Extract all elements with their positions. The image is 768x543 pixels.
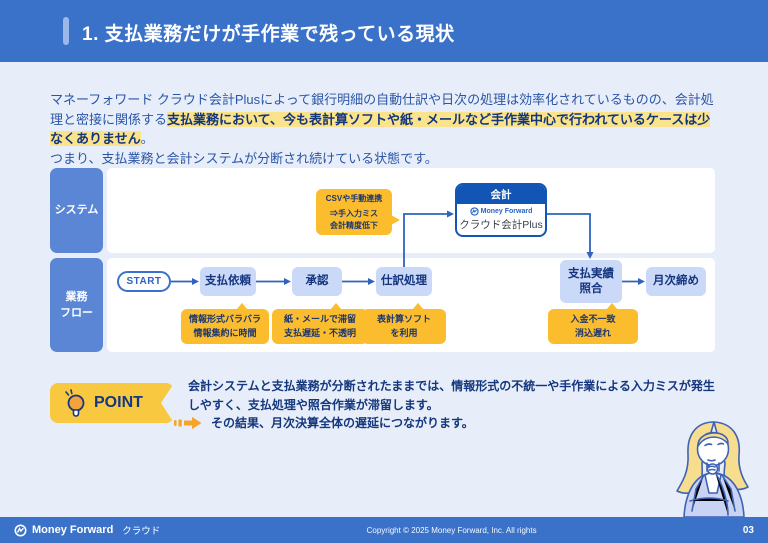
callout-tail — [391, 215, 400, 225]
lightbulb-icon — [63, 389, 87, 417]
point-result-text: その結果、月次決算全体の遅延につながります。 — [211, 416, 474, 430]
brand-text: Money Forward — [480, 208, 533, 215]
callout-line: 情報集約に時間 — [193, 327, 257, 338]
footer-bar: Money Forward クラウド Copyright © 2025 Mone… — [0, 517, 768, 543]
point-result-line: その結果、月次決算全体の遅延につながります。 — [174, 414, 474, 431]
flow-step-payment-request: 支払依頼 — [200, 267, 256, 296]
footer-logo: Money Forward クラウド — [14, 523, 160, 537]
callout-payment-request-issue: 情報形式バラバラ 情報集約に時間 — [181, 303, 269, 344]
callout-line: 紙・メールで滞留 — [283, 314, 356, 325]
copyright-text: Copyright © 2025 Money Forward, Inc. All… — [366, 525, 537, 535]
callout-line: を利用 — [390, 327, 418, 338]
flow-step-monthly-close: 月次締め — [646, 267, 706, 296]
intro-paragraph: マネーフォワード クラウド会計Plusによって銀行明細の自動仕訳や日次の処理は効… — [50, 90, 722, 168]
system-row-panel — [107, 168, 715, 253]
accounting-box-body: Money Forward クラウド会計Plus — [457, 204, 545, 232]
callout-tail — [605, 303, 618, 310]
csv-manual-callout: CSVや手動連携 ⇒手入力ミス 会計精度低下 — [316, 189, 400, 235]
callout-line: 消込遅れ — [574, 327, 611, 338]
money-forward-brand: Money Forward — [469, 207, 533, 216]
callout-journal-issue: 表計算ソフト を利用 — [362, 303, 446, 344]
page-title: 1. 支払業務だけが手作業で残っている現状 — [82, 24, 455, 45]
callout-line: 入金不一致 — [570, 314, 616, 325]
point-text: 会計システムと支払業務が分断されたままでは、情報形式の不統一や手作業による入力ミ… — [188, 379, 715, 413]
accounting-system-box: 会計 Money Forward クラウド会計Plus — [455, 183, 547, 237]
callout-line: 表計算ソフト — [376, 314, 431, 325]
footer-brand-suffix: クラウド — [122, 526, 161, 537]
row-label-system: システム — [50, 168, 103, 253]
intro-period: 。 — [140, 131, 154, 146]
csv-callout-line1: CSVや手動連携 — [325, 194, 383, 204]
callout-line: 支払遅延・不透明 — [283, 327, 356, 338]
start-node: START — [117, 271, 171, 292]
accounting-box-header: 会計 — [457, 185, 545, 204]
footer-brand-text: Money Forward — [32, 524, 114, 536]
intro-line2: つまり、支払業務と会計システムが分断され続けている状態です。 — [50, 150, 438, 166]
callout-approval-issue: 紙・メールで滞留 支払遅延・不透明 — [272, 303, 368, 344]
csv-callout-line3: 会計精度低下 — [330, 220, 378, 230]
csv-callout-line2: ⇒手入力ミス — [330, 209, 378, 219]
point-label: POINT — [94, 394, 143, 411]
title-accent-bar — [63, 17, 69, 45]
callout-tail — [329, 303, 342, 310]
callout-tail — [412, 303, 425, 310]
product-name: クラウド会計Plus — [459, 219, 543, 231]
flow-step-payment-reconciliation: 支払実績 照合 — [560, 260, 622, 303]
process-diagram: システム 業務 フロー CSVや手 — [50, 168, 715, 352]
header-bar: 1. 支払業務だけが手作業で残っている現状 — [0, 0, 768, 62]
page-number: 03 — [742, 524, 754, 536]
callout-line: 情報形式バラバラ — [189, 314, 261, 325]
row-label-business-flow: 業務 フロー — [50, 258, 103, 352]
point-banner: POINT — [50, 383, 174, 423]
thinking-woman-illustration — [676, 421, 749, 517]
result-arrow-icon — [174, 416, 202, 429]
money-forward-logo-icon — [14, 524, 27, 536]
flow-step-journal-entry: 仕訳処理 — [376, 267, 432, 296]
callout-reconciliation-issue: 入金不一致 消込遅れ — [548, 303, 638, 344]
callout-tail — [235, 303, 248, 310]
flow-step-approval: 承認 — [292, 267, 342, 296]
money-forward-logo-icon — [469, 207, 479, 216]
intro-text: マネーフォワード クラウド会計Plusによって銀行明細の自動仕訳や日次の処理は効… — [50, 92, 714, 127]
